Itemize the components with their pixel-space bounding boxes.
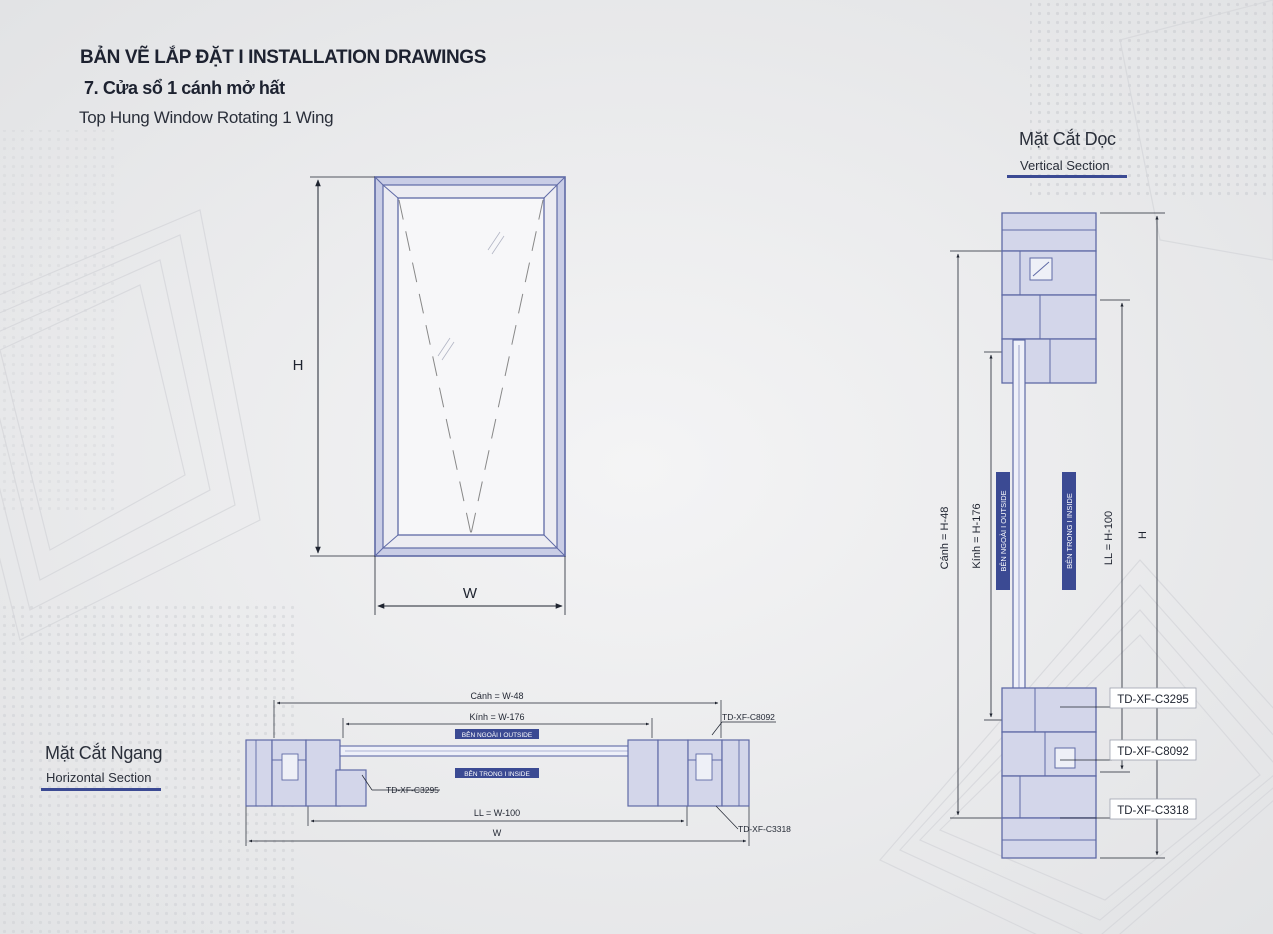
- v-dim-sash: Cánh = H-48: [939, 507, 951, 570]
- vertical-section-title: Mặt Cắt Dọc: [1019, 129, 1116, 149]
- h-inside-band: [455, 768, 539, 778]
- horizontal-section-underline: [41, 788, 161, 791]
- h-profile-label-bottom-right: TD-XF-C3318: [738, 824, 791, 834]
- h-profile-label-top-right: TD-XF-C8092: [722, 712, 775, 722]
- vertical-section-drawing: Cánh = H-48 Kính = H-176 LL = H-100 H: [939, 212, 1197, 859]
- window-elevation: H W: [293, 176, 566, 615]
- h-dim-ll: LL = W-100: [474, 808, 520, 818]
- horizontal-section-drawing: Cánh = W-48 Kính = W-176 LL = W-100 W: [245, 691, 791, 846]
- glass-pane: [397, 197, 545, 536]
- v-inside-band: [1062, 472, 1076, 590]
- h-inside-label: BÊN TRONG I INSIDE: [464, 769, 530, 778]
- v-profile-label-1: TD-XF-C3295: [1117, 694, 1189, 706]
- width-label: W: [463, 585, 478, 602]
- v-profile-label-3: TD-XF-C3318: [1117, 805, 1189, 817]
- v-outside-band: [996, 472, 1010, 590]
- h-dim-glass: Kính = W-176: [469, 712, 524, 722]
- v-dim-total: H: [1137, 531, 1149, 539]
- vertical-section-subtitle: Vertical Section: [1020, 158, 1110, 173]
- h-profile-label-left: TD-XF-C3295: [386, 785, 439, 795]
- page-title: BẢN VẼ LẮP ĐẶT I INSTALLATION DRAWINGS: [80, 47, 486, 68]
- vertical-section-underline: [1007, 175, 1127, 178]
- v-dim-glass: Kính = H-176: [971, 503, 983, 568]
- height-label: H: [293, 357, 304, 374]
- h-dim-total: W: [493, 828, 502, 838]
- h-outside-label: BÊN NGOÀI I OUTSIDE: [462, 730, 533, 739]
- product-name: Top Hung Window Rotating 1 Wing: [79, 108, 334, 127]
- h-outside-band: [455, 729, 539, 739]
- horizontal-section-title: Mặt Cắt Ngang: [45, 743, 163, 763]
- page-subtitle: 7. Cửa sổ 1 cánh mở hất: [84, 78, 285, 98]
- h-dim-sash: Cánh = W-48: [470, 691, 523, 701]
- v-inside-label: BÊN TRONG I INSIDE: [1065, 493, 1074, 569]
- opening-direction-lines: [398, 199, 544, 535]
- v-profile-label-2: TD-XF-C8092: [1117, 746, 1189, 758]
- horizontal-section-subtitle: Horizontal Section: [46, 770, 152, 785]
- v-outside-label: BÊN NGOÀI I OUTSIDE: [999, 490, 1008, 571]
- v-dim-ll: LL = H-100: [1103, 511, 1115, 565]
